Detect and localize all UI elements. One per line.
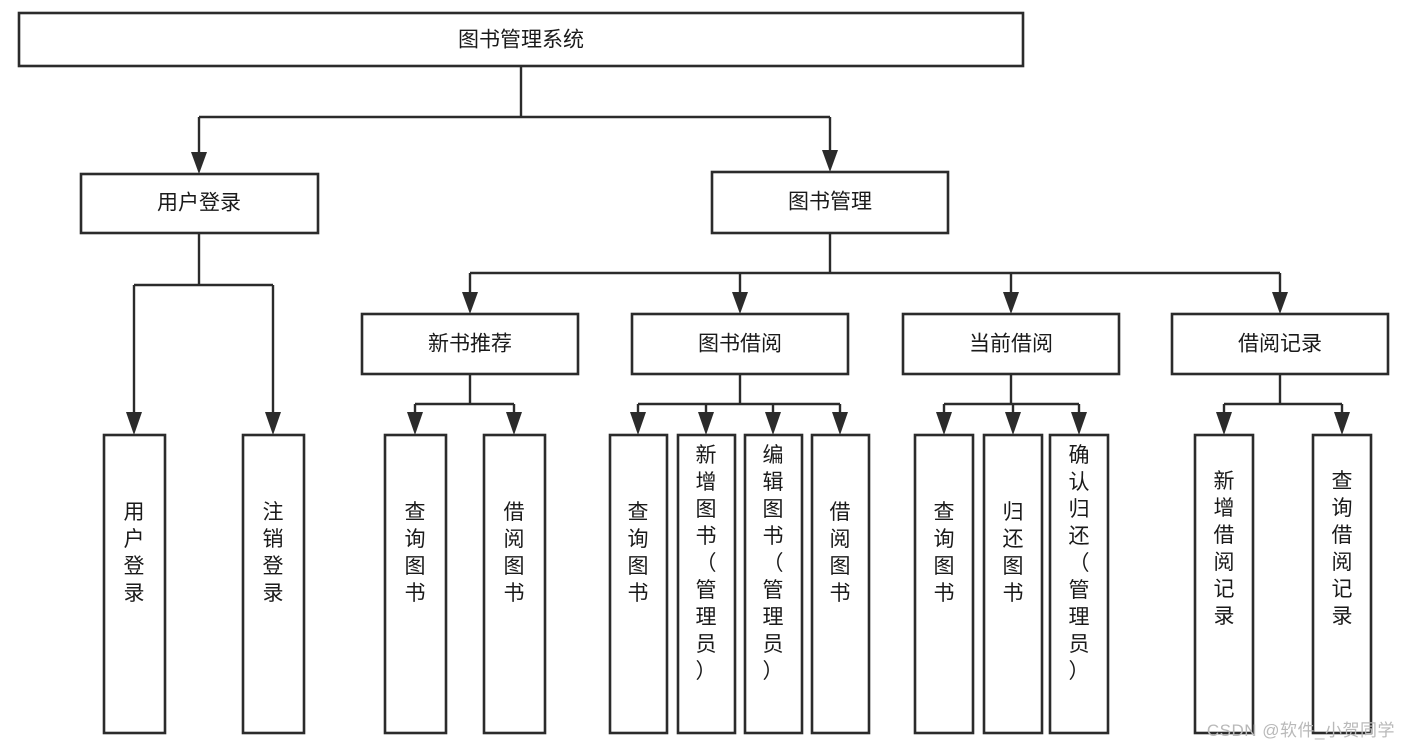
node-borrow[interactable]: 图书借阅: [630, 312, 850, 376]
node-leaf-query-book-3-label: 查询图书: [934, 501, 955, 605]
arrow-head-to-leaf-logout: [265, 412, 281, 435]
arrow-head-to-current: [1003, 292, 1019, 314]
arrow-head-to-book-manage: [822, 150, 838, 172]
arrow-head-to-query-book-2: [630, 412, 646, 435]
node-leaf-confirm-return[interactable]: 确认归还（管理员）: [1048, 433, 1110, 735]
node-current-borrow-label: 当前借阅: [969, 333, 1053, 356]
node-leaf-logout-box[interactable]: [241, 433, 306, 735]
node-book-manage[interactable]: 图书管理: [710, 170, 950, 235]
node-leaf-borrow-book-1-box[interactable]: [482, 433, 547, 735]
arrow-head-to-add-record: [1216, 412, 1232, 435]
connector-group-root: [191, 66, 838, 174]
node-leaf-edit-book-box[interactable]: [743, 433, 804, 735]
node-book-manage-box[interactable]: [710, 170, 950, 235]
arrow-head-to-user-login: [191, 152, 207, 174]
node-leaf-borrow-book-1-label: 借阅图书: [504, 501, 525, 605]
node-leaf-borrow-book-1[interactable]: 借阅图书: [482, 433, 547, 735]
node-leaf-query-book-1-label: 查询图书: [405, 501, 426, 605]
node-root-box[interactable]: [17, 11, 1025, 68]
node-leaf-return-book-label: 归还图书: [1003, 501, 1024, 605]
node-leaf-add-record-label: 新增借阅记录: [1214, 470, 1235, 628]
node-leaf-user-login[interactable]: 用户登录: [102, 433, 167, 735]
node-root-label: 图书管理系统: [458, 29, 584, 52]
arrow-head-to-add-book: [698, 412, 714, 435]
arrow-head-to-borrow: [732, 292, 748, 314]
arrow-head-to-record: [1272, 292, 1288, 314]
node-leaf-edit-book-label: 编辑图书（管理员）: [763, 444, 784, 683]
node-leaf-add-book-label: 新增图书（管理员）: [696, 444, 717, 683]
node-leaf-return-book[interactable]: 归还图书: [982, 433, 1044, 735]
connector-group-user-login: [126, 233, 281, 435]
node-leaf-query-record-box[interactable]: [1311, 433, 1373, 735]
node-current-borrow-box[interactable]: [901, 312, 1121, 376]
node-new-book-box[interactable]: [360, 312, 580, 376]
connector-group-record: [1216, 374, 1350, 435]
node-leaf-query-book-3-box[interactable]: [913, 433, 975, 735]
arrow-head-to-query-record: [1334, 412, 1350, 435]
node-borrow-record[interactable]: 借阅记录: [1170, 312, 1390, 376]
arrow-head-to-borrow-book-1: [506, 412, 522, 435]
arrow-head-to-new-book: [462, 292, 478, 314]
node-leaf-query-book-3[interactable]: 查询图书: [913, 433, 975, 735]
arrow-head-to-edit-book: [765, 412, 781, 435]
node-leaf-confirm-return-label: 确认归还（管理员）: [1069, 444, 1090, 683]
node-root[interactable]: 图书管理系统: [17, 11, 1025, 68]
node-leaf-logout-label: 注销登录: [263, 501, 284, 605]
node-leaf-return-book-box[interactable]: [982, 433, 1044, 735]
node-leaf-edit-book[interactable]: 编辑图书（管理员）: [743, 433, 804, 735]
arrow-head-to-confirm-return: [1071, 412, 1087, 435]
csdn-watermark: CSDN @软件_小贺同学: [1206, 721, 1395, 740]
connector-group-new-book: [407, 374, 522, 435]
node-leaf-query-book-2-box[interactable]: [608, 433, 669, 735]
arrow-head-to-query-book-3: [936, 412, 952, 435]
node-current-borrow[interactable]: 当前借阅: [901, 312, 1121, 376]
node-leaf-borrow-book-2[interactable]: 借阅图书: [810, 433, 871, 735]
node-leaf-query-book-2-label: 查询图书: [628, 501, 649, 605]
node-leaf-add-book[interactable]: 新增图书（管理员）: [676, 433, 737, 735]
node-leaf-add-record-box[interactable]: [1193, 433, 1255, 735]
arrow-head-to-query-book-1: [407, 412, 423, 435]
connector-group-book-manage: [462, 233, 1288, 314]
node-leaf-logout[interactable]: 注销登录: [241, 433, 306, 735]
node-leaf-confirm-return-box[interactable]: [1048, 433, 1110, 735]
node-user-login[interactable]: 用户登录: [79, 172, 320, 235]
node-borrow-record-label: 借阅记录: [1238, 333, 1322, 356]
node-leaf-query-record-label: 查询借阅记录: [1332, 470, 1353, 628]
node-book-manage-label: 图书管理: [788, 191, 872, 214]
node-leaf-query-book-2[interactable]: 查询图书: [608, 433, 669, 735]
node-leaf-query-book-1[interactable]: 查询图书: [383, 433, 448, 735]
node-leaf-borrow-book-2-box[interactable]: [810, 433, 871, 735]
node-leaf-query-record[interactable]: 查询借阅记录: [1311, 433, 1373, 735]
node-leaf-add-book-box[interactable]: [676, 433, 737, 735]
connector-group-borrow: [630, 374, 848, 435]
node-user-login-label: 用户登录: [157, 192, 241, 215]
arrow-head-to-borrow-book-2: [832, 412, 848, 435]
node-leaf-user-login-box[interactable]: [102, 433, 167, 735]
node-leaf-user-login-label: 用户登录: [124, 501, 145, 605]
node-borrow-label: 图书借阅: [698, 333, 782, 356]
node-leaf-query-book-1-box[interactable]: [383, 433, 448, 735]
node-borrow-box[interactable]: [630, 312, 850, 376]
node-user-login-box[interactable]: [79, 172, 320, 235]
arrow-head-to-return-book: [1005, 412, 1021, 435]
node-new-book[interactable]: 新书推荐: [360, 312, 580, 376]
node-leaf-add-record[interactable]: 新增借阅记录: [1193, 433, 1255, 735]
node-borrow-record-box[interactable]: [1170, 312, 1390, 376]
node-leaf-borrow-book-2-label: 借阅图书: [830, 501, 851, 605]
arrow-head-to-leaf-user-login: [126, 412, 142, 435]
node-new-book-label: 新书推荐: [428, 333, 512, 356]
connector-group-current: [936, 374, 1087, 435]
